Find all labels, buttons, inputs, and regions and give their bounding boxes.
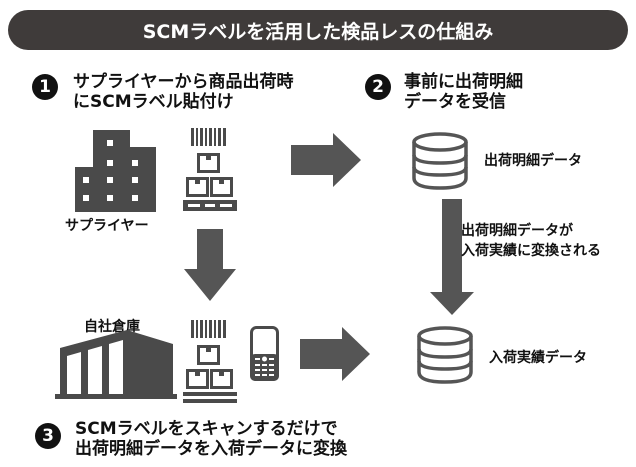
- step-1-line2: にSCMラベル貼付け: [73, 92, 234, 112]
- step-3-line2: 出荷明細データを入荷データに変換: [75, 439, 347, 459]
- step-2-line2: データを受信: [404, 92, 506, 112]
- handheld-scanner-icon: [250, 326, 279, 381]
- warehouse-icon: [55, 330, 177, 399]
- step-3-badge: 3: [35, 423, 61, 449]
- step-1-number: 1: [39, 77, 51, 97]
- step-1-badge: 1: [32, 74, 58, 100]
- step-3-number: 3: [42, 426, 54, 446]
- conversion-line2: 入荷実績に変換される: [461, 243, 601, 259]
- step-2-text: 事前に出荷明細 データを受信: [404, 72, 523, 112]
- step-2-number: 2: [372, 77, 384, 97]
- step-1-line1: サプライヤーから商品出荷時: [73, 72, 294, 92]
- step-2-line1: 事前に出荷明細: [404, 72, 523, 92]
- barcode-pallet-icon-bottom: [183, 320, 237, 403]
- shipping-data-label: 出荷明細データ: [484, 153, 582, 169]
- supplier-label: サプライヤー: [65, 218, 149, 234]
- conversion-label: 出荷明細データが 入荷実績に変換される: [461, 221, 601, 261]
- step-2-badge: 2: [365, 74, 391, 100]
- building-icon: [75, 130, 156, 212]
- right-arrow-bottom: [300, 327, 370, 381]
- down-arrow-right: [430, 199, 474, 315]
- page-title: SCMラベルを活用した検品レスの仕組み: [142, 20, 494, 43]
- step-3-text: SCMラベルをスキャンするだけで 出荷明細データを入荷データに変換: [75, 419, 347, 459]
- database-icon-shipping: [412, 132, 468, 190]
- barcode-pallet-icon: [183, 128, 237, 211]
- conversion-line1: 出荷明細データが: [461, 223, 573, 239]
- right-arrow-top: [291, 133, 361, 187]
- receiving-data-label: 入荷実績データ: [489, 350, 587, 366]
- step-3-line1: SCMラベルをスキャンするだけで: [75, 419, 338, 439]
- database-icon-receiving: [417, 326, 473, 384]
- step-1-text: サプライヤーから商品出荷時 にSCMラベル貼付け: [73, 72, 294, 112]
- title-bar: SCMラベルを活用した検品レスの仕組み: [8, 10, 628, 50]
- down-arrow-left: [184, 229, 236, 301]
